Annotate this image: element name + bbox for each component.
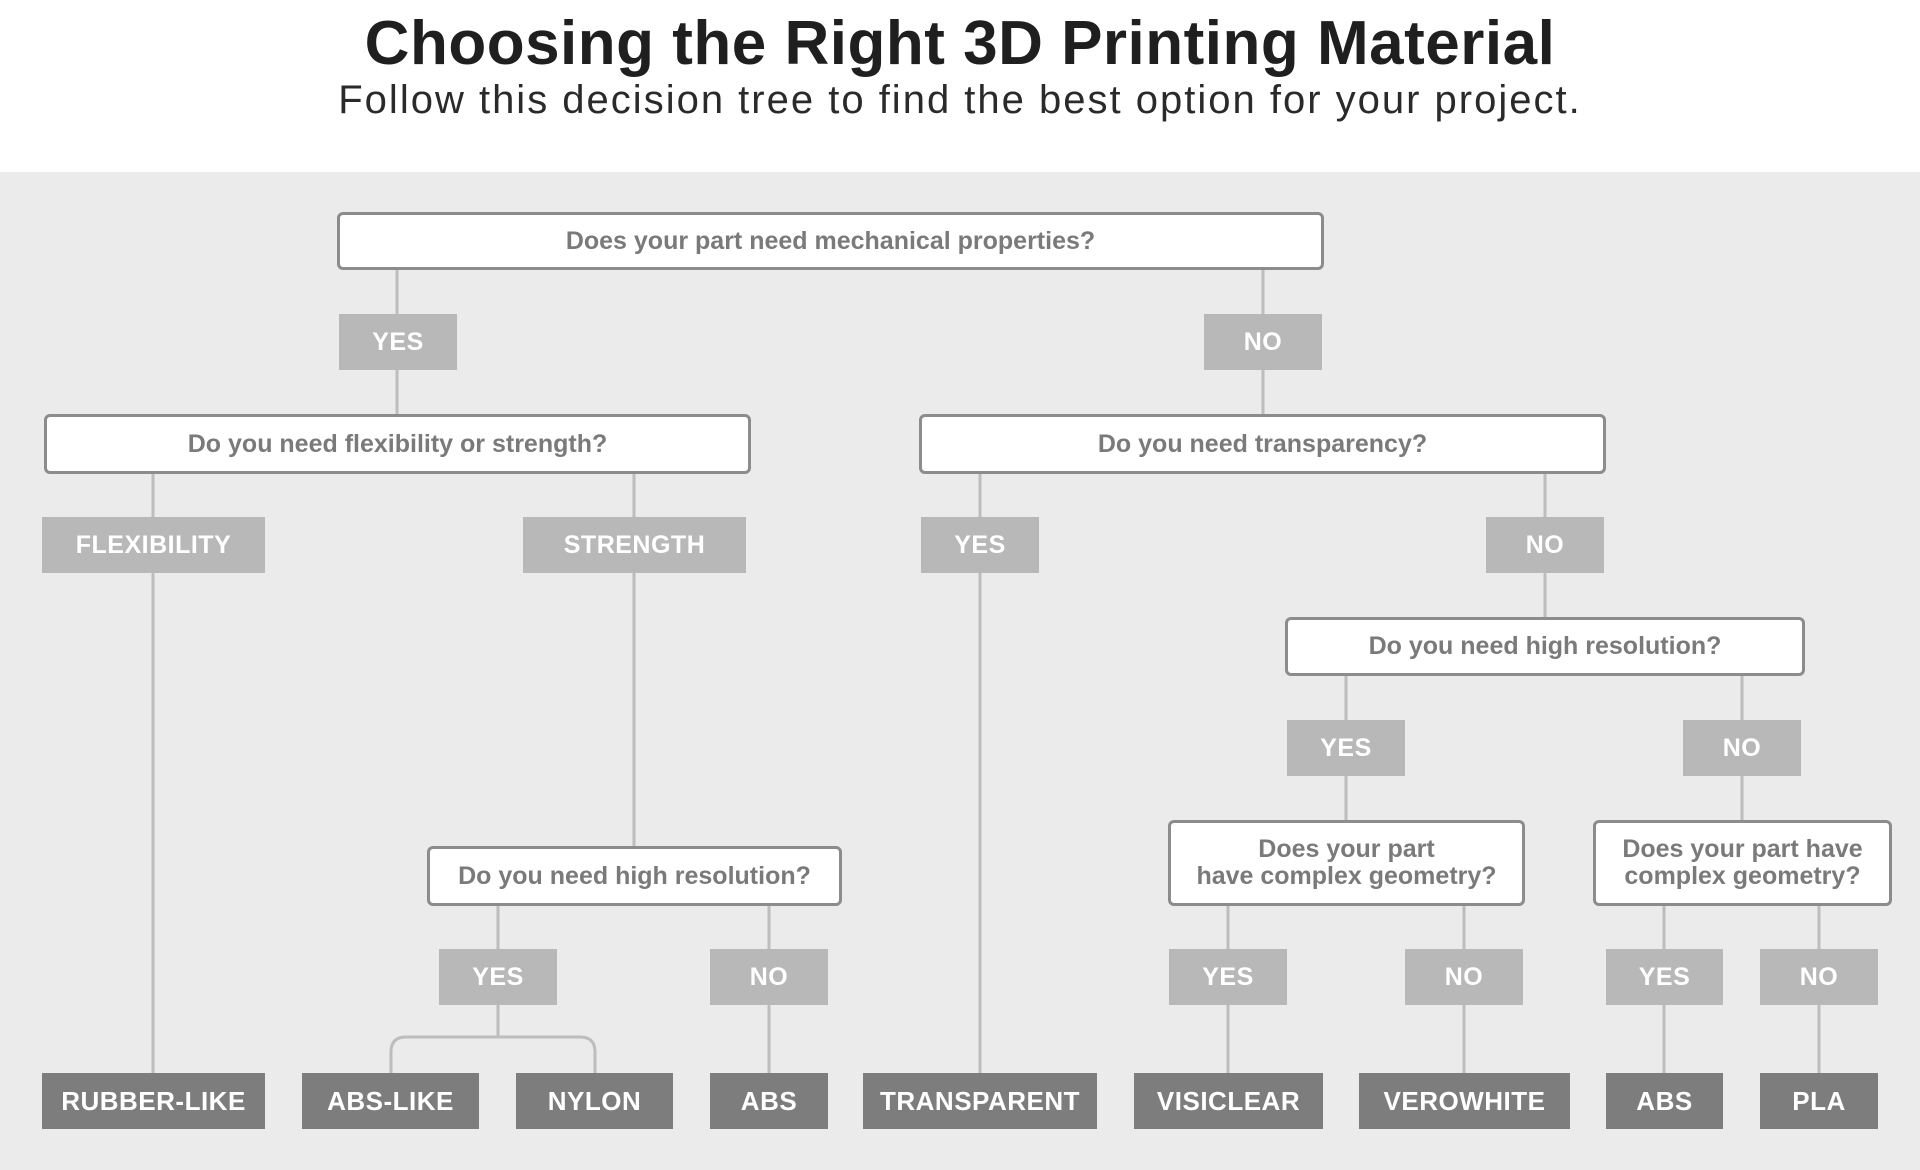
question-label: Do you need flexibility or strength?	[187, 429, 608, 458]
question-flexibility-or-strength: Do you need flexibility or strength?	[44, 414, 751, 474]
question-label-line-1: Does your part have	[1622, 835, 1863, 863]
question-high-resolution-right: Do you need high resolution?	[1285, 617, 1805, 676]
question-high-resolution-left: Do you need high resolution?	[427, 846, 842, 906]
branch-flexibility: FLEXIBILITY	[42, 517, 265, 573]
branch-mechanical-no: NO	[1204, 314, 1322, 370]
result-visiclear: VISICLEAR	[1134, 1073, 1323, 1129]
branch-high-resolution-right-no: NO	[1683, 720, 1801, 776]
question-label-line-2: complex geometry?	[1624, 862, 1861, 890]
result-nylon: NYLON	[516, 1073, 673, 1129]
branch-geometry-a-no: NO	[1405, 949, 1523, 1005]
question-complex-geometry-a: Does your part have complex geometry?	[1168, 820, 1525, 906]
branch-high-resolution-right-yes: YES	[1287, 720, 1405, 776]
branch-high-resolution-left-no: NO	[710, 949, 828, 1005]
result-rubber-like: RUBBER-LIKE	[42, 1073, 265, 1129]
question-complex-geometry-b: Does your part have complex geometry?	[1593, 820, 1892, 906]
question-label: Do you need high resolution?	[1368, 632, 1722, 660]
result-abs-geometry: ABS	[1606, 1073, 1723, 1129]
question-label-line-2: have complex geometry?	[1196, 862, 1497, 890]
page-subtitle: Follow this decision tree to find the be…	[338, 78, 1582, 122]
branch-high-resolution-left-yes: YES	[439, 949, 557, 1005]
branch-geometry-b-no: NO	[1760, 949, 1878, 1005]
result-transparent: TRANSPARENT	[863, 1073, 1097, 1129]
result-abs-like: ABS-LIKE	[302, 1073, 479, 1129]
question-mechanical-properties: Does your part need mechanical propertie…	[337, 212, 1324, 270]
page-title: Choosing the Right 3D Printing Material	[364, 9, 1556, 78]
result-verowhite: VEROWHITE	[1359, 1073, 1570, 1129]
branch-geometry-b-yes: YES	[1606, 949, 1723, 1005]
question-label: Does your part need mechanical propertie…	[565, 226, 1096, 255]
branch-transparency-no: NO	[1486, 517, 1604, 573]
question-label: Do you need high resolution?	[458, 861, 811, 890]
branch-mechanical-yes: YES	[339, 314, 457, 370]
result-pla: PLA	[1760, 1073, 1878, 1129]
question-transparency: Do you need transparency?	[919, 414, 1606, 474]
connector	[389, 1035, 597, 1073]
question-label: Do you need transparency?	[1097, 429, 1428, 458]
branch-strength: STRENGTH	[523, 517, 746, 573]
header: Choosing the Right 3D Printing Material …	[0, 0, 1920, 172]
branch-transparency-yes: YES	[921, 517, 1039, 573]
result-abs-strength: ABS	[710, 1073, 828, 1129]
question-label-line-1: Does your part	[1258, 835, 1435, 863]
branch-geometry-a-yes: YES	[1169, 949, 1287, 1005]
